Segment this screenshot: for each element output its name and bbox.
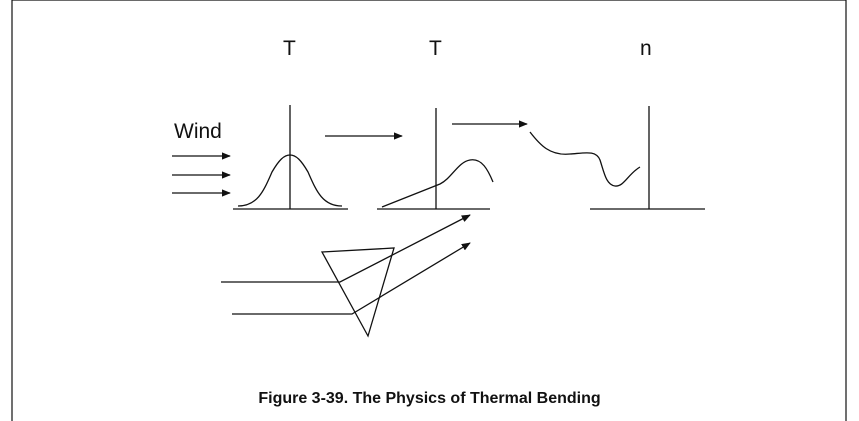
light-ray-lower: [232, 243, 470, 314]
prism-assembly: [221, 215, 470, 336]
wind-arrows: [172, 156, 230, 193]
panel1-temperature-label: T: [283, 37, 296, 61]
panel3-index-label: n: [640, 37, 652, 61]
prism-triangle: [322, 248, 394, 336]
panel2-temperature-label: T: [429, 37, 442, 61]
panel1-graph: [233, 105, 348, 209]
figure-caption: Figure 3-39. The Physics of Thermal Bend…: [0, 390, 859, 408]
panel3-index-curve: [530, 132, 640, 186]
panel2-skewed-curve: [382, 160, 493, 207]
panel2-graph: [377, 108, 493, 209]
wind-label: Wind: [174, 120, 222, 144]
panel3-graph: [530, 106, 705, 209]
light-ray-upper: [221, 215, 470, 282]
